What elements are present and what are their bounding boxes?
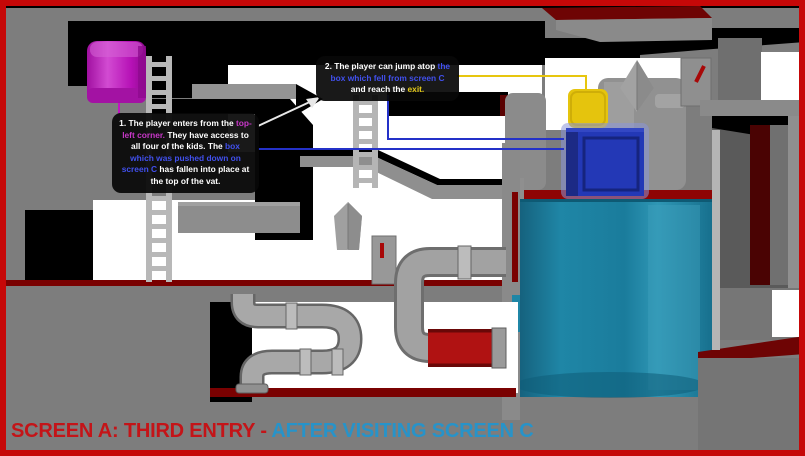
callout-white-arrow [257, 97, 320, 127]
wall-duct [178, 202, 313, 240]
screen-title-blue: AFTER VISITING SCREEN C [271, 420, 534, 442]
callout-blue-note2 [387, 95, 564, 140]
vat-liquid [518, 199, 712, 397]
callout-lines [118, 75, 587, 150]
vat-feed-pipe [394, 245, 507, 369]
passage-red-edge [500, 95, 508, 116]
shield-prop [334, 202, 362, 250]
blue-box [561, 123, 649, 199]
lever-panel-right [680, 57, 712, 107]
lever-panel-left [371, 235, 397, 285]
floor-line-upper [6, 280, 520, 286]
annotation-box-2: 2. The player can jump atop the box whic… [316, 56, 459, 101]
ceiling-beam [542, 6, 712, 42]
callout-yellow-exit [457, 75, 587, 90]
vat [515, 190, 712, 398]
ladder-middle [353, 95, 378, 188]
kite-prop [620, 60, 654, 112]
floor-line-lower [210, 388, 516, 397]
s-pipes [230, 294, 363, 394]
annotation-box-1: 1. The player enters from the top-left c… [112, 113, 259, 193]
screen-title-red: SCREEN A: THIRD ENTRY - [11, 420, 272, 442]
screen-title: SCREEN A: THIRD ENTRY - AFTER VISITING S… [11, 420, 534, 443]
magenta-canister [87, 41, 146, 103]
yellow-box [568, 89, 608, 128]
left-tunnel [25, 210, 93, 285]
